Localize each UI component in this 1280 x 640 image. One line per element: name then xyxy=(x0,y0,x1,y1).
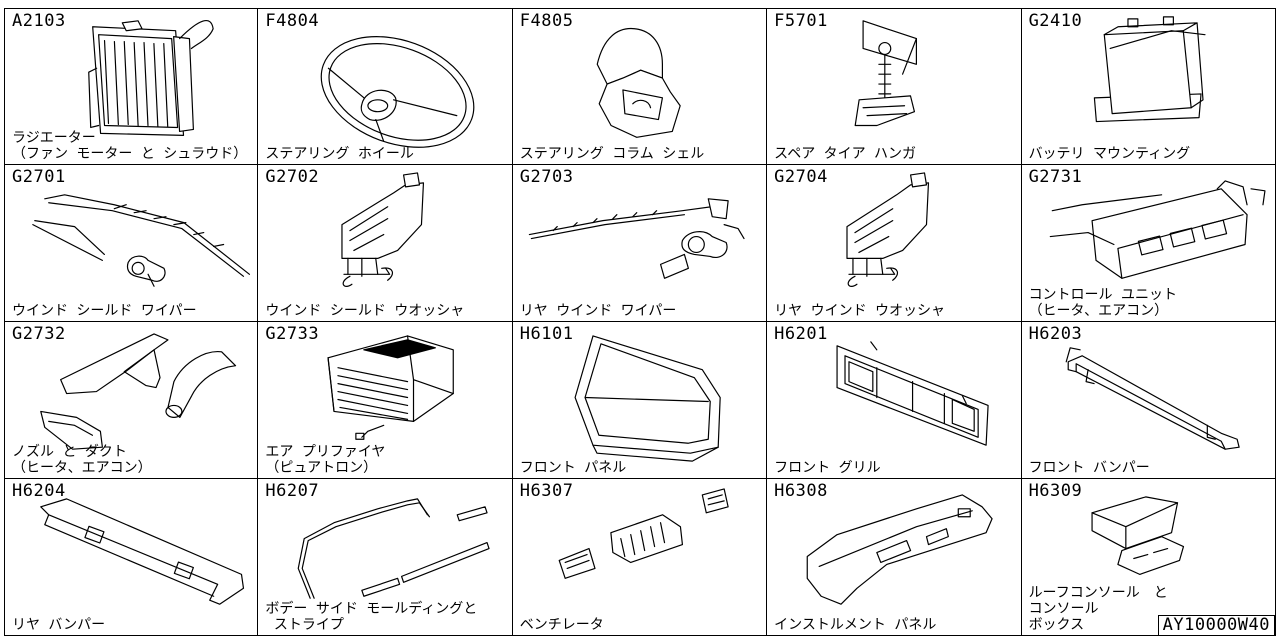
part-code: H6201 xyxy=(774,324,828,344)
ventilator-icon xyxy=(558,488,729,579)
radiator-icon xyxy=(88,20,214,136)
front-bumper-icon xyxy=(1065,347,1240,450)
part-name: ウインド シールド ウオッシャ xyxy=(265,303,465,319)
part-name: ラジエーター （ファン モーター と シュラウド） xyxy=(12,130,248,162)
washer-icon xyxy=(341,172,425,287)
part-name: ステアリング コラム シェル xyxy=(519,146,705,162)
part-cell-g2732[interactable]: G2732 ノズル と ダクト （ヒータ、エアコン） xyxy=(4,322,259,479)
part-code: H6308 xyxy=(774,481,828,501)
part-code: H6207 xyxy=(265,481,320,501)
part-cell-h6307[interactable]: H6307 ベンチレータ xyxy=(512,479,768,636)
catalog-code: AY10000W40 xyxy=(1157,615,1275,636)
part-code: H6307 xyxy=(519,481,574,501)
part-cell-h6309[interactable]: H6309 ルーフコンソール と コンソール ボックス xyxy=(1021,479,1276,636)
part-code: G2731 xyxy=(1028,167,1083,187)
part-cell-g2731[interactable]: G2731 コントロール ユニット （ヒータ、エアコン） xyxy=(1021,165,1276,322)
part-code: F5701 xyxy=(774,11,828,31)
part-code: A2103 xyxy=(12,11,66,31)
part-name: ウインド シールド ワイパー xyxy=(12,303,197,319)
rear-bumper-icon xyxy=(40,498,245,605)
part-name: インストルメント パネル xyxy=(774,617,937,633)
part-cell-f4805[interactable]: F4805 ステアリング コラム シェル xyxy=(512,8,768,165)
part-code: H6309 xyxy=(1028,481,1083,501)
rear-wiper-icon xyxy=(528,198,745,279)
rear-washer-icon xyxy=(846,172,930,287)
column-shell-icon xyxy=(596,28,681,138)
part-cell-g2704[interactable]: G2704 リヤ ウインド ウオッシャ xyxy=(767,165,1022,322)
part-name: コントロール ユニット （ヒータ、エアコン） xyxy=(1028,287,1177,319)
part-code: F4805 xyxy=(519,11,574,31)
part-code: G2701 xyxy=(12,167,66,187)
air-purifier-icon xyxy=(327,335,455,440)
part-code: H6204 xyxy=(12,481,66,501)
part-cell-g2410[interactable]: G2410 バッテリ マウンティング xyxy=(1021,8,1276,165)
part-cell-a2103[interactable]: A2103 ラジエーター （ファン モーター と シュラウド） xyxy=(4,8,259,165)
part-cell-f5701[interactable]: F5701 スペア タイア ハンガ xyxy=(767,8,1022,165)
part-cell-g2703[interactable]: G2703 リヤ ウインド ワイパー xyxy=(512,165,768,322)
part-name: ルーフコンソール と コンソール ボックス xyxy=(1028,585,1168,633)
part-cell-h6308[interactable]: H6308 インストルメント パネル xyxy=(767,479,1022,636)
part-cell-h6203[interactable]: H6203 フロント バンパー xyxy=(1021,322,1276,479)
side-molding-icon xyxy=(298,498,491,599)
part-cell-g2701[interactable]: G2701 ウインド シールド ワイパー xyxy=(4,165,259,322)
part-cell-h6201[interactable]: H6201 フロント グリル xyxy=(767,322,1022,479)
steering-wheel-icon xyxy=(321,36,475,148)
parts-grid: A2103 ラジエーター （ファン モーター と シュラウド） F4804 ステ… xyxy=(4,8,1276,636)
part-cell-g2702[interactable]: G2702 ウインド シールド ウオッシャ xyxy=(258,165,513,322)
part-name: ボデー サイド モールディングと ストライプ xyxy=(265,601,478,633)
part-code: G2733 xyxy=(265,324,320,344)
instrument-panel-icon xyxy=(806,494,993,605)
part-code: G2732 xyxy=(12,324,66,344)
part-code: G2704 xyxy=(774,167,828,187)
part-code: H6101 xyxy=(519,324,574,344)
part-name: ステアリング ホイール xyxy=(265,146,414,162)
part-name: ノズル と ダクト （ヒータ、エアコン） xyxy=(12,444,152,476)
part-cell-h6204[interactable]: H6204 リヤ バンパー xyxy=(4,479,259,636)
part-name: バッテリ マウンティング xyxy=(1028,146,1191,162)
part-cell-h6207[interactable]: H6207 ボデー サイド モールディングと ストライプ xyxy=(258,479,513,636)
spare-tire-hanger-icon xyxy=(854,20,918,127)
part-name: フロント グリル xyxy=(774,460,881,476)
part-name: ベンチレータ xyxy=(519,617,604,633)
part-code: G2703 xyxy=(519,167,574,187)
part-code: G2702 xyxy=(265,167,320,187)
battery-icon xyxy=(1093,16,1206,123)
part-name: フロント バンパー xyxy=(1028,460,1150,476)
part-name: リヤ ウインド ウオッシャ xyxy=(774,303,946,319)
front-grille-icon xyxy=(836,341,989,446)
wiper-icon xyxy=(32,194,251,287)
part-name: フロント パネル xyxy=(519,460,627,476)
part-code: F4804 xyxy=(265,11,320,31)
part-cell-h6101[interactable]: H6101 フロント パネル xyxy=(512,322,768,479)
nozzle-duct-icon xyxy=(40,333,237,450)
front-panel-icon xyxy=(574,335,721,462)
part-code: H6203 xyxy=(1028,324,1083,344)
console-box-icon xyxy=(1091,496,1184,575)
part-name: エア プリファイヤ （ピュアトロン） xyxy=(265,444,386,476)
part-name: リヤ バンパー xyxy=(12,617,106,633)
part-name: リヤ ウインド ワイパー xyxy=(519,303,677,319)
part-cell-g2733[interactable]: G2733 エア プリファイヤ （ピュアトロン） xyxy=(258,322,513,479)
control-unit-icon xyxy=(1049,180,1266,279)
part-code: G2410 xyxy=(1028,11,1083,31)
part-name: スペア タイア ハンガ xyxy=(774,146,917,162)
part-cell-f4804[interactable]: F4804 ステアリング ホイール xyxy=(258,8,513,165)
